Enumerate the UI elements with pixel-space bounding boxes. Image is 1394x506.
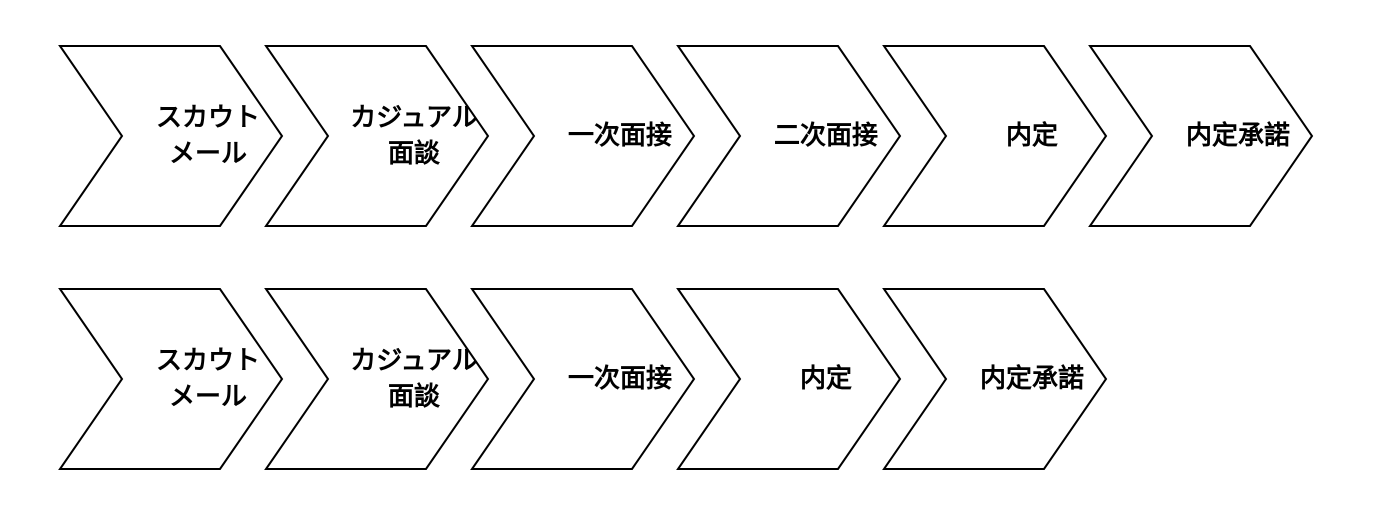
step-label: スカウト (156, 103, 260, 133)
step-label: スカウト (156, 346, 260, 376)
chevron-arrow-shape (676, 45, 902, 227)
flow-step: 内定承諾 (1088, 45, 1314, 227)
chevron-arrow-shape (264, 45, 490, 227)
step-label: 面談 (388, 381, 441, 412)
flow-row-short: スカウトメールカジュアル面談一次面接内定内定承諾 (58, 288, 1108, 470)
step-label: 面談 (388, 138, 441, 169)
flow-row-standard: スカウトメールカジュアル面談一次面接二次面接内定内定承諾 (58, 45, 1314, 227)
step-label: メール (169, 382, 247, 412)
step-label: 内定 (800, 363, 852, 394)
flow-step: 一次面接 (470, 288, 696, 470)
step-label: カジュアル (350, 346, 477, 376)
step-label: 一次面接 (568, 121, 672, 151)
chevron-arrow-shape (882, 45, 1108, 227)
chevron-arrow-shape (882, 288, 1108, 470)
chevron-arrow-shape (58, 45, 284, 227)
chevron-arrow-shape (264, 288, 490, 470)
flow-step: 二次面接 (676, 45, 902, 227)
step-label: カジュアル (350, 103, 477, 133)
chevron-arrow-shape (470, 45, 696, 227)
chevron-arrow-shape (1088, 45, 1314, 227)
chevron-arrow-shape (58, 288, 284, 470)
step-label: 内定 (1006, 120, 1058, 151)
flow-step: 内定 (882, 45, 1108, 227)
step-label: 一次面接 (568, 364, 672, 394)
chevron-arrow-shape (470, 288, 696, 470)
step-label: メール (169, 139, 247, 169)
chevron-arrow-shape (676, 288, 902, 470)
flow-step: 内定 (676, 288, 902, 470)
step-label: 内定承諾 (1186, 120, 1290, 151)
step-label: 内定承諾 (980, 363, 1084, 394)
step-label: 二次面接 (774, 121, 878, 151)
flow-step: 一次面接 (470, 45, 696, 227)
flow-step: 内定承諾 (882, 288, 1108, 470)
